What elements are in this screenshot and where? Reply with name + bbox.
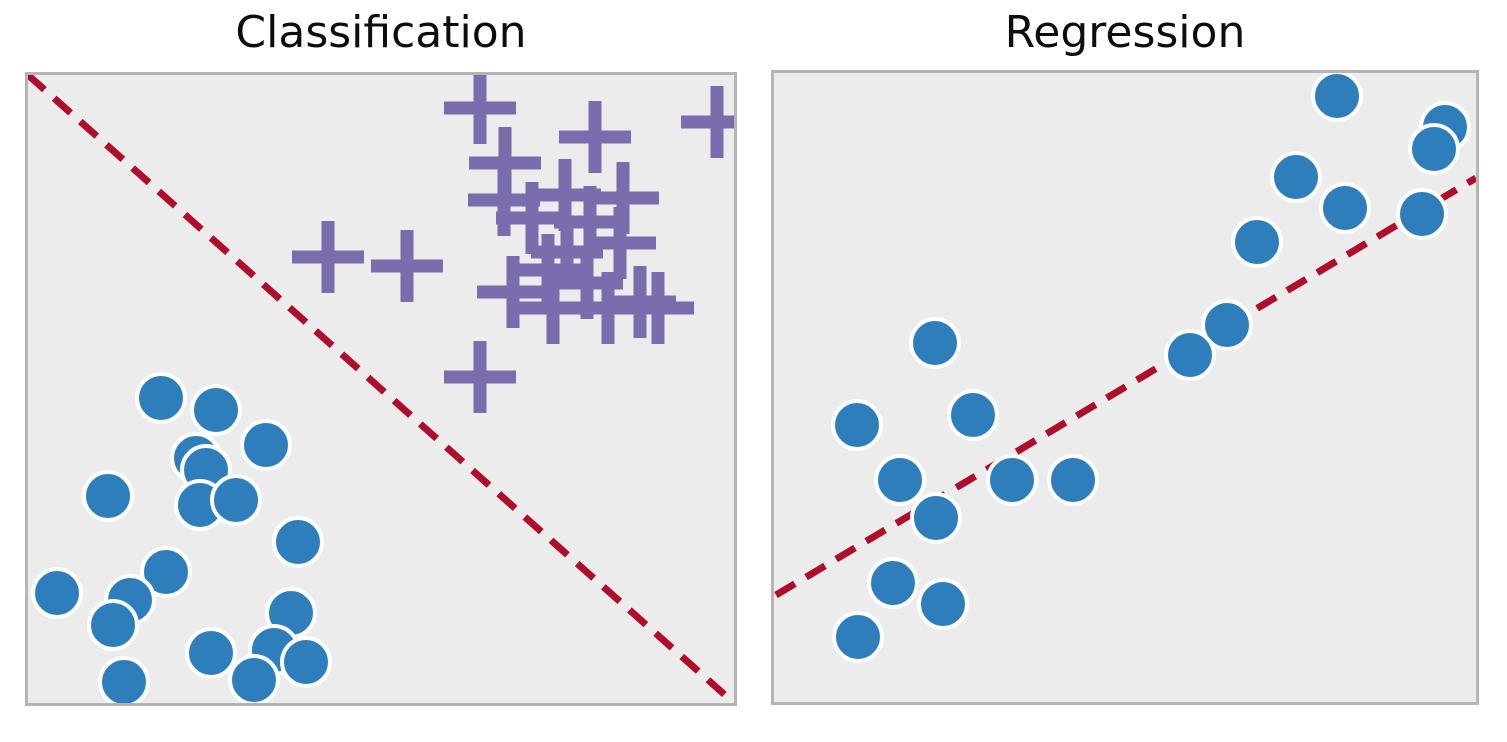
plus-marker <box>444 75 516 144</box>
circle-marker <box>909 317 961 369</box>
circle-marker <box>82 470 134 522</box>
plus-marker <box>622 272 694 344</box>
circle-marker <box>240 419 292 471</box>
classification-scatter-plot <box>28 75 734 703</box>
regression-scatter-plot <box>774 73 1476 663</box>
decision-boundary-line <box>28 75 734 703</box>
circle-marker <box>947 389 999 441</box>
circle-marker <box>910 492 962 544</box>
circle-marker <box>228 654 280 703</box>
plus-marker <box>584 207 656 279</box>
plus-marker <box>444 341 516 413</box>
classification-title: Classification <box>235 7 527 58</box>
circle-marker <box>1311 73 1363 122</box>
circle-marker <box>190 384 242 436</box>
regression-fit-line <box>774 174 1476 599</box>
plus-marker <box>371 230 443 302</box>
circle-marker <box>874 454 926 506</box>
regression-title: Regression <box>1004 7 1246 58</box>
circle-marker <box>1231 216 1283 268</box>
circle-marker <box>98 656 150 703</box>
plus-marker <box>681 86 734 158</box>
circle-marker <box>1270 151 1322 203</box>
circle-marker <box>832 611 884 663</box>
circle-marker <box>917 578 969 630</box>
circle-marker <box>1319 182 1371 234</box>
circle-marker <box>1408 123 1460 175</box>
circle-marker <box>272 516 324 568</box>
classification-plot-panel <box>25 72 737 706</box>
regression-plot-panel <box>771 70 1479 705</box>
circle-marker <box>210 474 262 526</box>
plus-marker <box>292 221 364 293</box>
circle-marker <box>185 627 237 679</box>
circle-marker <box>280 636 332 688</box>
plus-marker <box>559 101 631 173</box>
circle-marker <box>831 399 883 451</box>
circle-marker <box>986 454 1038 506</box>
circle-marker <box>1164 329 1216 381</box>
circle-marker <box>31 567 83 619</box>
plus-marker <box>477 256 549 328</box>
circle-marker <box>140 546 192 598</box>
circle-marker <box>87 599 139 651</box>
circle-marker <box>1047 454 1099 506</box>
circle-marker <box>867 557 919 609</box>
circle-marker <box>135 372 187 424</box>
circle-marker <box>1396 188 1448 240</box>
circle-marker <box>1201 299 1253 351</box>
